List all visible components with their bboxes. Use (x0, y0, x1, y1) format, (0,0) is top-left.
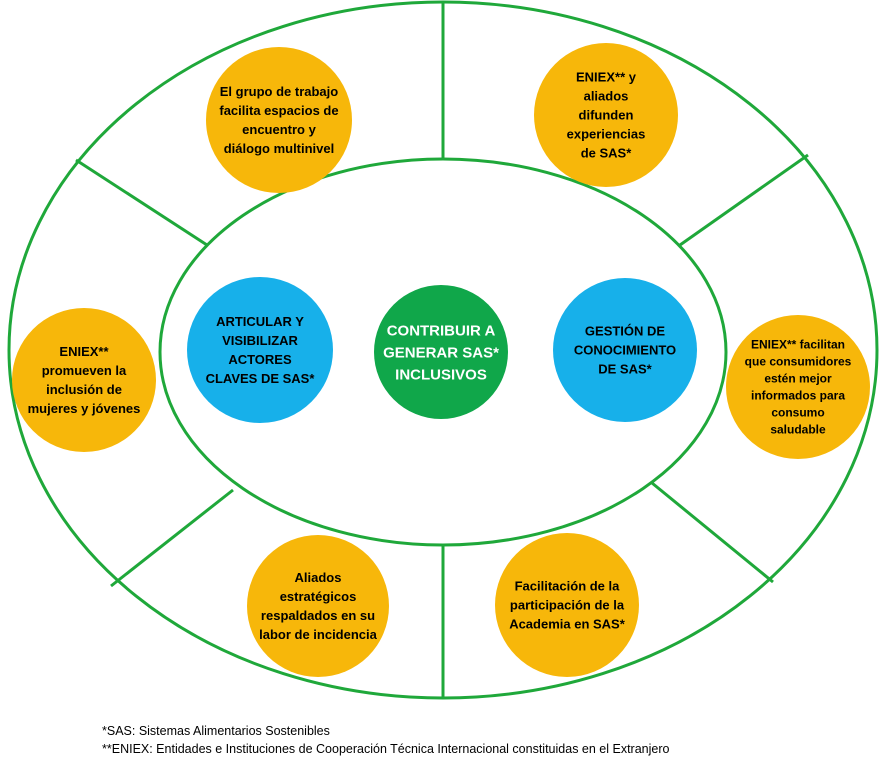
outer-node-grupo-trabajo: El grupo de trabajo facilita espacios de e… (206, 47, 352, 193)
label-line: inclusión de (46, 382, 122, 397)
outer-node-eniex-mujeres: ENIEX** promueven la inclusión de mujeres y… (12, 308, 156, 452)
label-line: INCLUSIVOS (395, 366, 487, 383)
label-line: que consumidores (745, 355, 852, 369)
label-line: difunden (579, 108, 634, 123)
divider-upper-right (679, 153, 809, 247)
label-line: estratégicos (280, 589, 357, 604)
label-line: respaldados en su (261, 608, 375, 623)
outer-node-circle (12, 308, 156, 452)
label-line: ENIEX** y (576, 70, 637, 85)
outer-node-circle (495, 533, 639, 677)
label-line: DE SAS* (598, 362, 652, 377)
label-line: ENIEX** (59, 344, 109, 359)
label-line: aliados (584, 89, 629, 104)
label-line: Aliados (295, 570, 342, 585)
label-line: experiencias (567, 127, 646, 142)
label-line: informados para (751, 389, 845, 403)
center-circle (374, 285, 508, 419)
label-line: de SAS* (581, 146, 633, 161)
outer-node-circle (726, 315, 870, 459)
outer-node-circle (247, 535, 389, 677)
inner-node-circle (187, 277, 333, 423)
label-line: diálogo multinivel (224, 141, 335, 156)
label-line: El grupo de trabajo (220, 84, 339, 99)
label-line: labor de incidencia (259, 627, 378, 642)
label-line: CLAVES DE SAS* (206, 371, 316, 386)
inner-node-label: ARTICULAR Y VISIBILIZAR ACTORES CLAVES DE S… (206, 314, 316, 386)
label-line: CONTRIBUIR A (387, 322, 496, 339)
outer-node-label: Aliados estratégicos respaldados en su labo… (259, 570, 378, 642)
label-line: consumo (771, 406, 824, 420)
outer-node-circle (206, 47, 352, 193)
label-line: Academia en SAS* (509, 617, 626, 632)
inner-node-gestion: GESTIÓN DE CONOCIMIENTO DE SAS* (553, 278, 697, 422)
outer-node-academia: Facilitación de la participación de la Aca… (495, 533, 639, 677)
footnote-eniex: **ENIEX: Entidades e Instituciones de Co… (102, 742, 670, 756)
outer-node-aliados-estrategicos: Aliados estratégicos respaldados en su labo… (247, 535, 389, 677)
inner-node-articular: ARTICULAR Y VISIBILIZAR ACTORES CLAVES DE S… (187, 277, 333, 423)
inner-node-circle (553, 278, 697, 422)
outer-node-circle (534, 43, 678, 187)
label-line: ACTORES (228, 352, 292, 367)
label-line: facilita espacios de (219, 103, 338, 118)
label-line: encuentro y (242, 122, 316, 137)
label-line: GESTIÓN DE (585, 324, 666, 339)
outer-node-eniex-consumidores: ENIEX** facilitan que consumidores estén m… (726, 315, 870, 459)
outer-node-label: ENIEX** y aliados difunden experiencias de S… (567, 70, 646, 161)
outer-node-label: ENIEX** facilitan que consumidores estén m… (745, 338, 852, 437)
label-line: estén mejor (764, 372, 832, 386)
label-line: GENERAR SAS* (383, 344, 499, 361)
label-line: saludable (770, 423, 826, 437)
label-line: VISIBILIZAR (222, 333, 298, 348)
label-line: mujeres y jóvenes (28, 401, 141, 416)
divider-lower-left (110, 488, 234, 588)
label-line: Facilitación de la (515, 579, 621, 594)
footnote-sas: *SAS: Sistemas Alimentarios Sostenibles (102, 724, 330, 738)
diagram-canvas: CONTRIBUIR A GENERAR SAS* INCLUSIVOS ARTIC… (7, 0, 879, 700)
center-label: CONTRIBUIR A GENERAR SAS* INCLUSIVOS (383, 322, 499, 383)
divider-lower-right (651, 481, 774, 584)
label-line: participación de la (510, 598, 625, 613)
label-line: promueven la (42, 363, 127, 378)
label-line: ENIEX** facilitan (751, 338, 845, 352)
center-node: CONTRIBUIR A GENERAR SAS* INCLUSIVOS (374, 285, 508, 419)
label-line: ARTICULAR Y (216, 314, 304, 329)
divider-upper-left (75, 158, 208, 247)
outer-node-label: ENIEX** promueven la inclusión de mujeres y… (28, 344, 141, 416)
outer-node-label: El grupo de trabajo facilita espacios de e… (219, 84, 338, 156)
outer-node-eniex-aliados: ENIEX** y aliados difunden experiencias de S… (534, 43, 678, 187)
label-line: CONOCIMIENTO (574, 343, 676, 358)
inner-node-label: GESTIÓN DE CONOCIMIENTO DE SAS* (574, 324, 676, 377)
outer-node-label: Facilitación de la participación de la Aca… (509, 579, 626, 632)
